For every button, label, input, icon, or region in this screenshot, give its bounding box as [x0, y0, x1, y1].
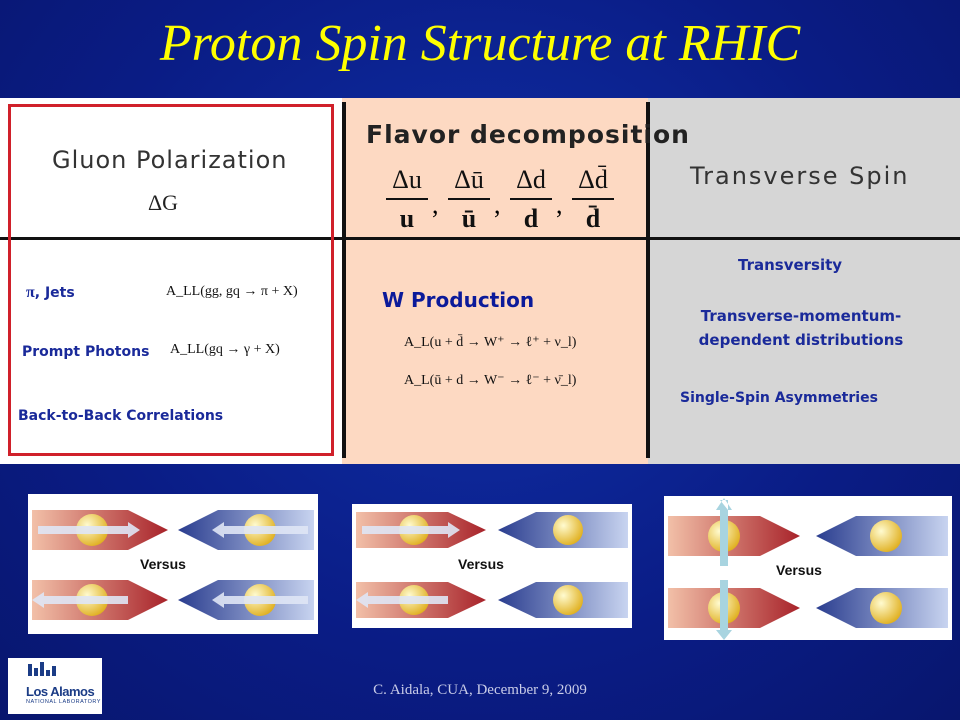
prompt-photons-label: Prompt Photons [22, 344, 150, 360]
versus-label: Versus [776, 562, 822, 578]
photon-formula: A_LL(gq → γ + X) [170, 342, 280, 357]
comma: , [556, 190, 563, 219]
flavor-decomposition-title: Flavor decomposition [366, 120, 690, 149]
comma: , [494, 190, 501, 219]
pion-jets-label: π, Jets [26, 282, 75, 302]
ssa-label: Single-Spin Asymmetries [680, 390, 878, 406]
tmd-line-1: Transverse-momentum- [700, 307, 902, 325]
collision-illustration [668, 498, 948, 640]
slide-footer: C. Aidala, CUA, December 9, 2009 [373, 682, 587, 698]
column-divider-2 [646, 102, 650, 458]
gluon-polarization-title: Gluon Polarization [52, 146, 288, 174]
helicity-diagram-2: Versus [352, 504, 632, 628]
pi-symbol: π [26, 284, 35, 301]
pion-formula: A_LL(gg, gq → π + X) [166, 284, 298, 299]
collision-illustration [356, 512, 628, 618]
delta-g-symbol: ΔG [148, 190, 179, 215]
transverse-spin-title: Transverse Spin [690, 162, 910, 190]
row-divider [0, 237, 960, 240]
gluon-column [0, 98, 342, 464]
w-production-title: W Production [382, 288, 535, 312]
highlight-box [8, 104, 334, 456]
w-plus-formula: A_L(u + d̄ → W⁺ → ℓ⁺ + ν_l) [404, 335, 577, 350]
column-divider-1 [342, 102, 346, 458]
slide-title: Proton Spin Structure at RHIC [159, 15, 801, 72]
flavor-column [342, 98, 648, 464]
jets-text: , Jets [34, 285, 75, 301]
collision-illustration [32, 510, 314, 620]
w-minus-formula: A_L(ū + d → W⁻ → ℓ⁻ + ν̄_l) [404, 373, 577, 388]
logo-mark [28, 662, 56, 676]
fraction-dbar: Δd̄d̄ [570, 164, 616, 234]
transverse-column [648, 98, 960, 464]
helicity-diagram-1: Versus [28, 494, 318, 634]
tmd-label: Transverse-momentum- dependent distribut… [676, 304, 926, 352]
logo-name: Los Alamos [26, 684, 95, 699]
transverse-diagram: Versus [664, 496, 952, 640]
tmd-line-2: dependent distributions [698, 331, 904, 349]
versus-label: Versus [140, 556, 186, 572]
logo-subtitle: NATIONAL LABORATORY [26, 699, 101, 705]
versus-label: Versus [458, 556, 504, 572]
transversity-label: Transversity [738, 256, 843, 274]
spin-topics-table: Gluon Polarization ΔG π, Jets A_LL(gg, g… [0, 98, 960, 464]
back-to-back-label: Back-to-Back Correlations [18, 408, 224, 424]
los-alamos-logo: Los Alamos NATIONAL LABORATORY [8, 658, 102, 714]
comma: , [432, 190, 439, 219]
